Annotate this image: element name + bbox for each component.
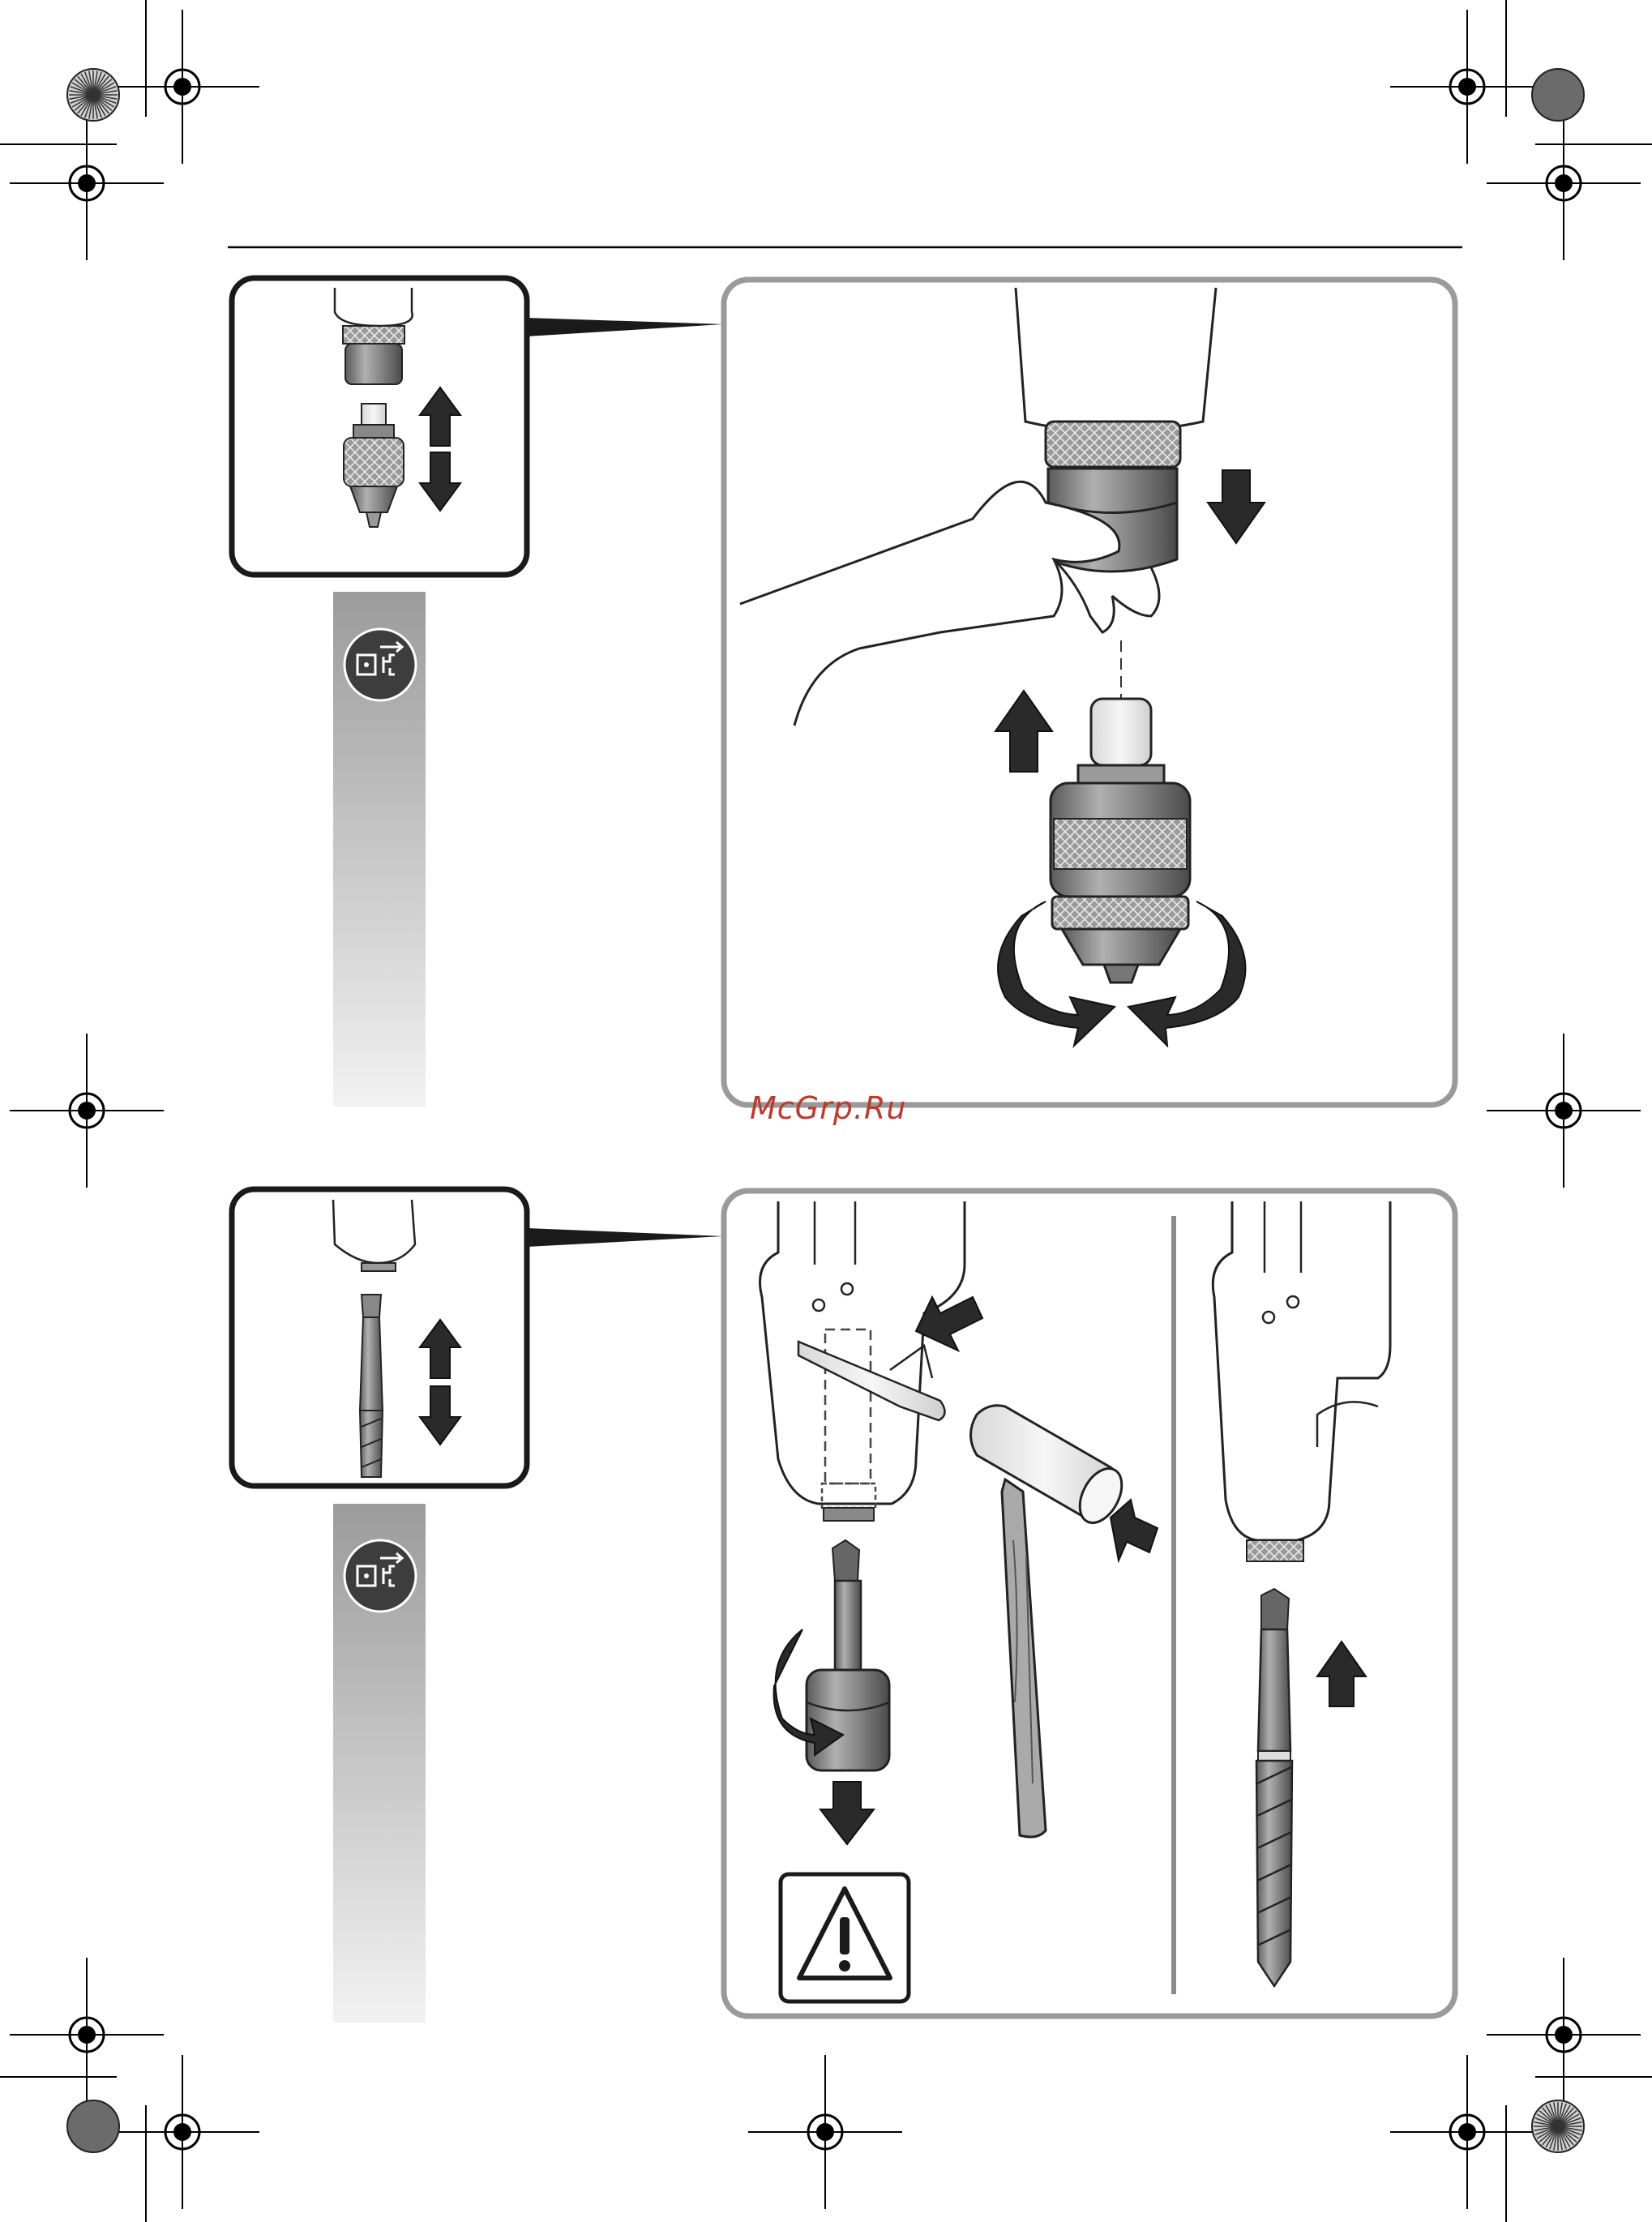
registration-crosshair (1390, 10, 1544, 164)
registration-crosshair (10, 1958, 164, 2112)
figure-chuck-change (232, 278, 1455, 1107)
unplug-before-work-icon (345, 629, 416, 700)
callout-wedge (527, 1228, 724, 1247)
registration-crosshair (1487, 1958, 1641, 2112)
registration-crosshair (105, 2055, 259, 2209)
warning-triangle-icon (781, 1874, 909, 2002)
figure-taper-tool-change (232, 1189, 1455, 2023)
registration-crosshair (1487, 106, 1641, 260)
registration-crosshair (748, 2055, 902, 2209)
unplug-before-work-icon (345, 1540, 416, 1612)
registration-crosshair (10, 1034, 164, 1188)
registration-crosshair (105, 10, 259, 164)
registration-crosshair (10, 106, 164, 260)
registration-crosshair (1390, 2055, 1544, 2209)
registration-crosshair (1487, 1034, 1641, 1188)
callout-wedge (527, 318, 724, 336)
watermark: McGrp.Ru (750, 1090, 906, 1126)
